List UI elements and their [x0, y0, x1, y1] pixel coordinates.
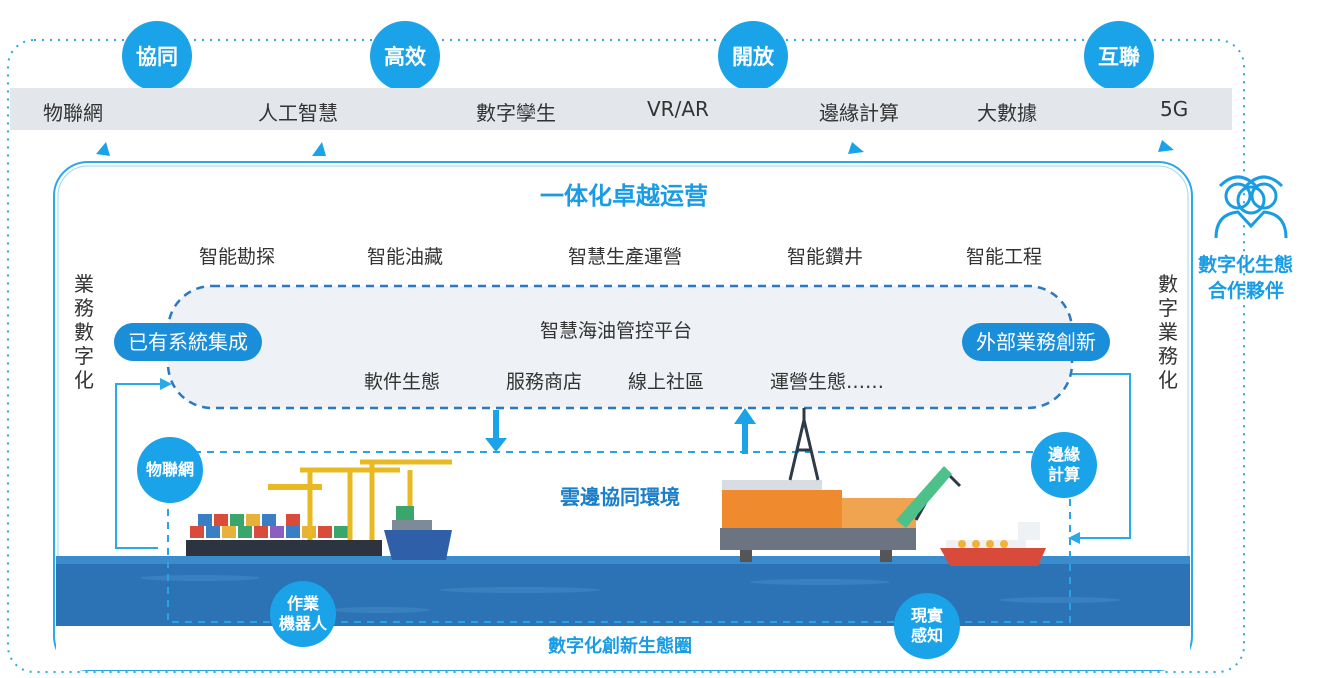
- platform-item-operations: 運營生態……: [770, 371, 885, 393]
- tech-edge-computing: 邊緣計算: [819, 101, 899, 125]
- tech-5g: 5G: [1160, 97, 1189, 121]
- partner-label-line1: 數字化生態: [1198, 254, 1294, 276]
- edge-computing-bubble: 邊緣 計算: [1031, 432, 1097, 498]
- edge-bubble-line2: 計算: [1047, 465, 1080, 484]
- tri-3: [848, 142, 864, 154]
- business-area-drilling: 智能鑽井: [787, 246, 864, 268]
- platform-title: 智慧海油管控平台: [540, 320, 693, 342]
- tech-digital-twin: 數字孿生: [476, 101, 556, 125]
- platform-item-online-community: 線上社區: [628, 371, 705, 393]
- sea-surface: [56, 556, 1190, 564]
- existing-system-pill: 已有系統集成: [114, 323, 262, 361]
- value-bubble-collaboration: 協同: [122, 21, 192, 91]
- business-area-engineering: 智能工程: [966, 246, 1043, 268]
- platform-item-service-store: 服務商店: [506, 371, 583, 393]
- sense-bubble-line1: 現實: [910, 606, 943, 625]
- sea: [56, 560, 1190, 626]
- edge-bubble-line1: 邊緣: [1047, 445, 1080, 464]
- tri-2: [312, 142, 326, 156]
- container-ship-illustration: [186, 459, 452, 560]
- ground-band: [56, 626, 1190, 670]
- platform-item-software: 軟件生態: [364, 371, 441, 393]
- cloud-edge-label: 雲邊協同環境: [560, 485, 680, 509]
- cloud-edge-box: [167, 451, 1071, 623]
- right-side-label: 數字業務化: [1158, 272, 1178, 392]
- business-area-exploration: 智能勘探: [199, 246, 276, 268]
- robot-bubble: 作業 機器人: [270, 581, 336, 647]
- wave-marks: [140, 575, 1120, 613]
- platform-box: [166, 284, 1074, 410]
- value-bubble-efficiency: 高效: [370, 21, 440, 91]
- sense-bubble-line2: 感知: [910, 626, 943, 645]
- value-bubble-interconnection: 互聯: [1084, 21, 1154, 91]
- robot-bubble-line2: 機器人: [278, 614, 327, 633]
- left-loop: [115, 383, 160, 549]
- external-innovation-pill: 外部業務創新: [962, 323, 1110, 361]
- business-area-production: 智慧生產運營: [568, 246, 683, 268]
- down-arrow: [485, 410, 507, 452]
- right-loop: [1072, 373, 1131, 539]
- tanker-illustration: [940, 522, 1046, 566]
- robot-bubble-line1: 作業: [286, 594, 319, 613]
- left-side-label: 業務數字化: [74, 272, 94, 392]
- partner-workers-icon: [1214, 175, 1288, 239]
- partner-label-line2: 合作夥伴: [1208, 280, 1285, 302]
- business-area-reservoir: 智能油藏: [367, 246, 444, 268]
- tri-4: [1158, 140, 1174, 152]
- technology-bar: [10, 88, 1232, 130]
- tech-iot: 物聯網: [43, 101, 103, 125]
- tech-vr-ar: VR/AR: [647, 97, 709, 121]
- oil-rig-illustration: [720, 408, 962, 562]
- ecosystem-label: 數字化創新生態圈: [548, 636, 692, 657]
- main-title: 一体化卓越运营: [540, 182, 708, 210]
- iot-bubble: 物聯網: [137, 437, 203, 503]
- up-arrow: [734, 408, 756, 454]
- outer-dotted-frame: [7, 39, 1245, 673]
- tri-1: [96, 142, 110, 156]
- tech-ai: 人工智慧: [258, 101, 338, 125]
- tech-big-data: 大數據: [977, 101, 1037, 125]
- value-bubble-openness: 開放: [718, 21, 788, 91]
- perception-bubble: 現實 感知: [894, 593, 960, 659]
